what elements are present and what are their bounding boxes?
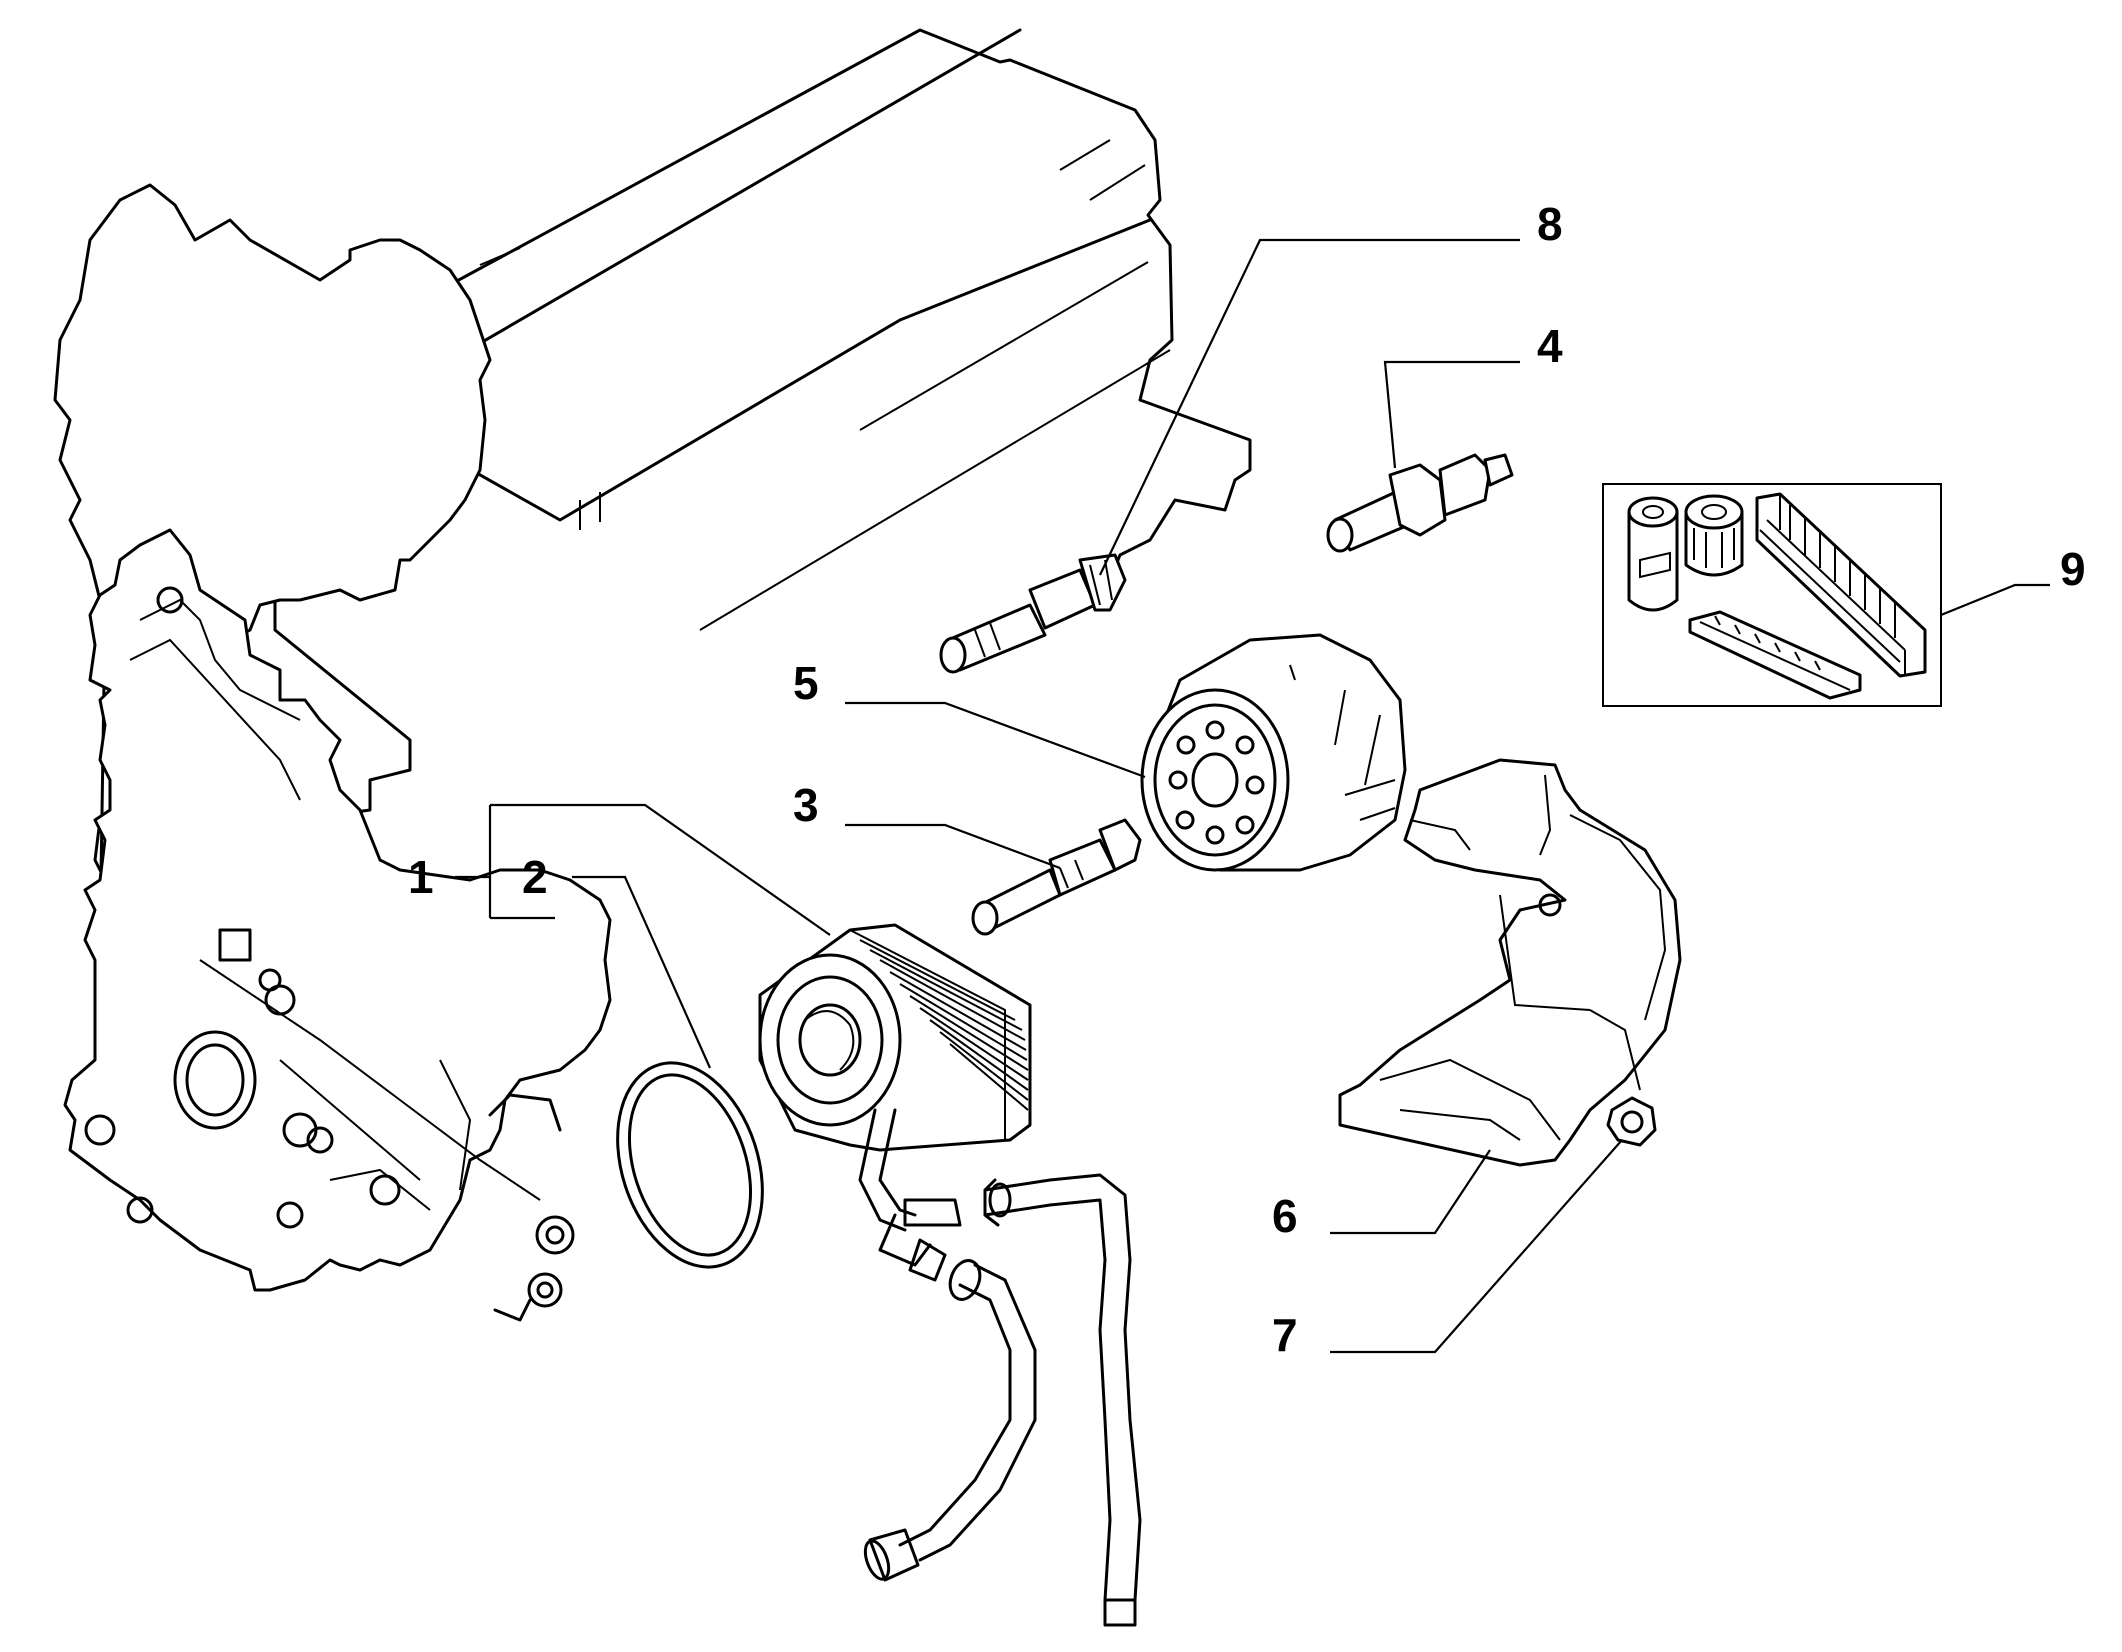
callout-4: 4 bbox=[1537, 320, 1563, 372]
leader-lines bbox=[455, 238, 2050, 1354]
leader-2 bbox=[572, 875, 712, 1069]
nut bbox=[1606, 1096, 1657, 1147]
hose-assembly bbox=[863, 1173, 1142, 1627]
callout-3: 3 bbox=[793, 779, 819, 831]
callout-6: 6 bbox=[1272, 1190, 1298, 1242]
callout-9: 9 bbox=[2060, 543, 2086, 595]
leader-9 bbox=[1940, 583, 2050, 617]
callout-2: 2 bbox=[522, 851, 548, 903]
oil-pump-housing bbox=[53, 183, 612, 1322]
oil-filter bbox=[1140, 633, 1407, 872]
oil-cooler bbox=[758, 923, 1032, 1282]
leader-8 bbox=[1099, 238, 1520, 576]
union-bolt bbox=[971, 818, 1142, 936]
leader-6 bbox=[1330, 1149, 1491, 1235]
leader-4 bbox=[1383, 360, 1520, 469]
leader-3 bbox=[845, 823, 1061, 870]
callout-7: 7 bbox=[1272, 1309, 1298, 1361]
callout-5: 5 bbox=[793, 657, 819, 709]
leader-5 bbox=[845, 701, 1146, 779]
sensor bbox=[1326, 453, 1514, 553]
hose-connector bbox=[939, 553, 1127, 674]
o-ring-gasket bbox=[616, 1061, 764, 1269]
leader-1 bbox=[455, 803, 831, 936]
callout-8: 8 bbox=[1537, 198, 1563, 250]
service-kit-inset bbox=[1602, 483, 1942, 707]
heat-shield-bracket bbox=[1338, 758, 1682, 1167]
callouts: 1 2 3 4 5 6 7 8 9 bbox=[408, 198, 2086, 1361]
leader-7 bbox=[1330, 1139, 1623, 1354]
callout-1: 1 bbox=[408, 851, 434, 903]
